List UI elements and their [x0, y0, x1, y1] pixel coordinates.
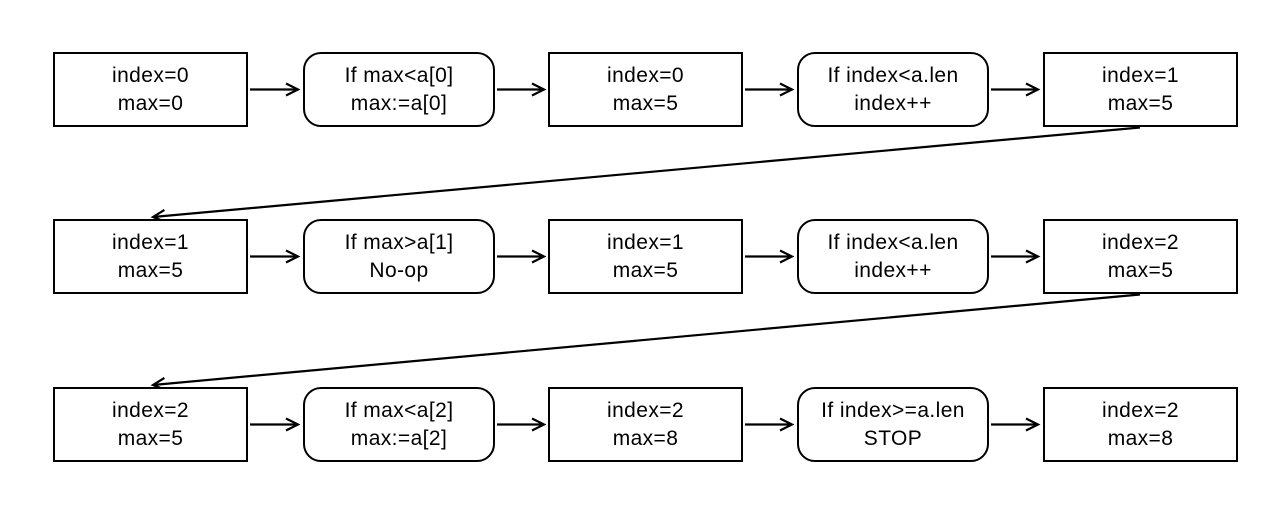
- state-line: max=5: [117, 426, 184, 450]
- operation-line: If index>=a.len: [821, 398, 965, 422]
- operation-line: If max<a[0]: [344, 63, 454, 87]
- operation-node-r3-4: If index>=a.len STOP: [797, 387, 989, 462]
- state-line: index=2: [1102, 230, 1179, 254]
- operation-line: max:=a[0]: [350, 91, 448, 115]
- state-line: max=0: [117, 91, 184, 115]
- state-line: index=1: [607, 230, 684, 254]
- state-line: index=0: [112, 63, 189, 87]
- state-node-r1-3: index=0 max=5: [548, 52, 743, 127]
- state-line: index=1: [1102, 63, 1179, 87]
- state-line: index=2: [1102, 398, 1179, 422]
- state-line: index=1: [112, 230, 189, 254]
- operation-node-r3-2: If max<a[2] max:=a[2]: [303, 387, 495, 462]
- state-line: max=5: [612, 91, 679, 115]
- state-node-r3-3: index=2 max=8: [548, 387, 743, 462]
- operation-node-r1-4: If index<a.len index++: [797, 52, 989, 127]
- operation-line: If index<a.len: [827, 230, 959, 254]
- state-line: index=0: [607, 63, 684, 87]
- state-node-r3-1: index=2 max=5: [53, 387, 248, 462]
- state-line: max=5: [612, 258, 679, 282]
- arrow-row1-to-row2: [150, 126, 1141, 223]
- state-node-r2-5: index=2 max=5: [1043, 219, 1238, 294]
- state-node-r1-5: index=1 max=5: [1043, 52, 1238, 127]
- operation-node-r2-2: If max>a[1] No-op: [303, 219, 495, 294]
- state-node-r2-3: index=1 max=5: [548, 219, 743, 294]
- operation-node-r1-2: If max<a[0] max:=a[0]: [303, 52, 495, 127]
- state-line: max=5: [1107, 91, 1174, 115]
- state-node-r2-1: index=1 max=5: [53, 219, 248, 294]
- arrow-row2-to-row3: [150, 293, 1141, 391]
- state-line: max=5: [1107, 258, 1174, 282]
- operation-line: No-op: [369, 258, 429, 282]
- state-line: max=5: [117, 258, 184, 282]
- state-line: index=2: [607, 398, 684, 422]
- operation-node-r2-4: If index<a.len index++: [797, 219, 989, 294]
- operation-line: index++: [854, 258, 932, 282]
- state-node-r1-1: index=0 max=0: [53, 52, 248, 127]
- state-line: max=8: [1107, 426, 1174, 450]
- state-line: index=2: [112, 398, 189, 422]
- operation-line: STOP: [863, 426, 923, 450]
- state-line: max=8: [612, 426, 679, 450]
- operation-line: If max<a[2]: [344, 398, 454, 422]
- operation-line: If max>a[1]: [344, 230, 454, 254]
- state-node-r3-5: index=2 max=8: [1043, 387, 1238, 462]
- operation-line: max:=a[2]: [350, 426, 448, 450]
- operation-line: If index<a.len: [827, 63, 959, 87]
- operation-line: index++: [854, 91, 932, 115]
